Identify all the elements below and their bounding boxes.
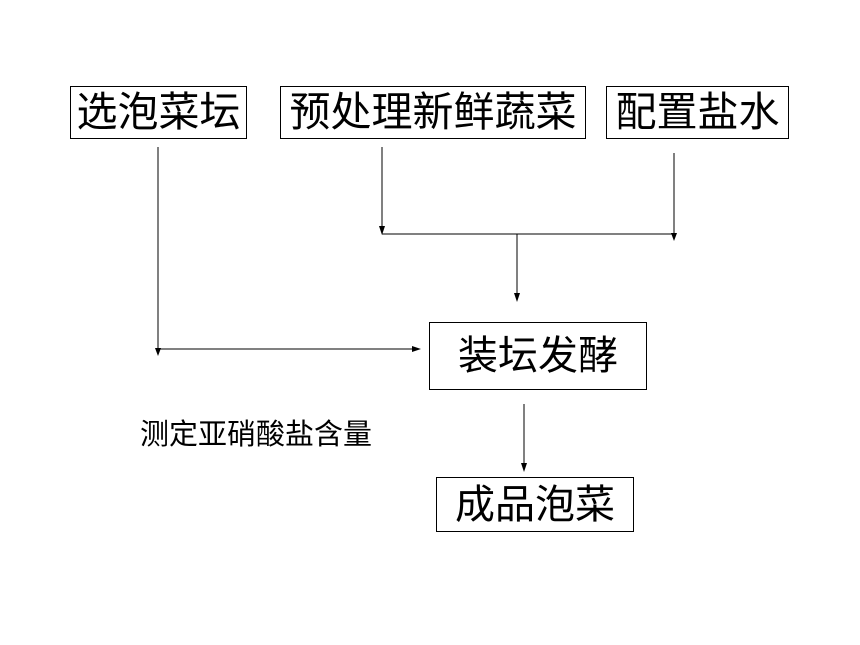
node-pretreat-vegetables: 预处理新鲜蔬菜 <box>280 86 586 139</box>
node-select-jar: 选泡菜坛 <box>70 86 247 139</box>
node-finished-pickles-label: 成品泡菜 <box>455 481 615 528</box>
arrowhead-to-fermentation <box>412 346 421 352</box>
node-prepare-brine-label: 配置盐水 <box>615 88 780 136</box>
node-finished-pickles: 成品泡菜 <box>436 477 634 532</box>
node-select-jar-label: 选泡菜坛 <box>76 88 241 136</box>
arrowhead-merge-down <box>514 293 520 302</box>
node-jar-fermentation-label: 装坛发酵 <box>458 333 618 379</box>
arrowhead-brine-down <box>671 233 677 241</box>
side-note-nitrite-measurement: 测定亚硝酸盐含量 <box>140 417 373 451</box>
node-pretreat-vegetables-label: 预处理新鲜蔬菜 <box>289 88 577 136</box>
arrowhead-jar-down <box>155 348 161 356</box>
node-jar-fermentation: 装坛发酵 <box>429 322 647 390</box>
node-prepare-brine: 配置盐水 <box>606 86 789 139</box>
arrowhead-fermentation-down <box>521 463 527 472</box>
arrowhead-vegetables-down <box>379 226 385 235</box>
